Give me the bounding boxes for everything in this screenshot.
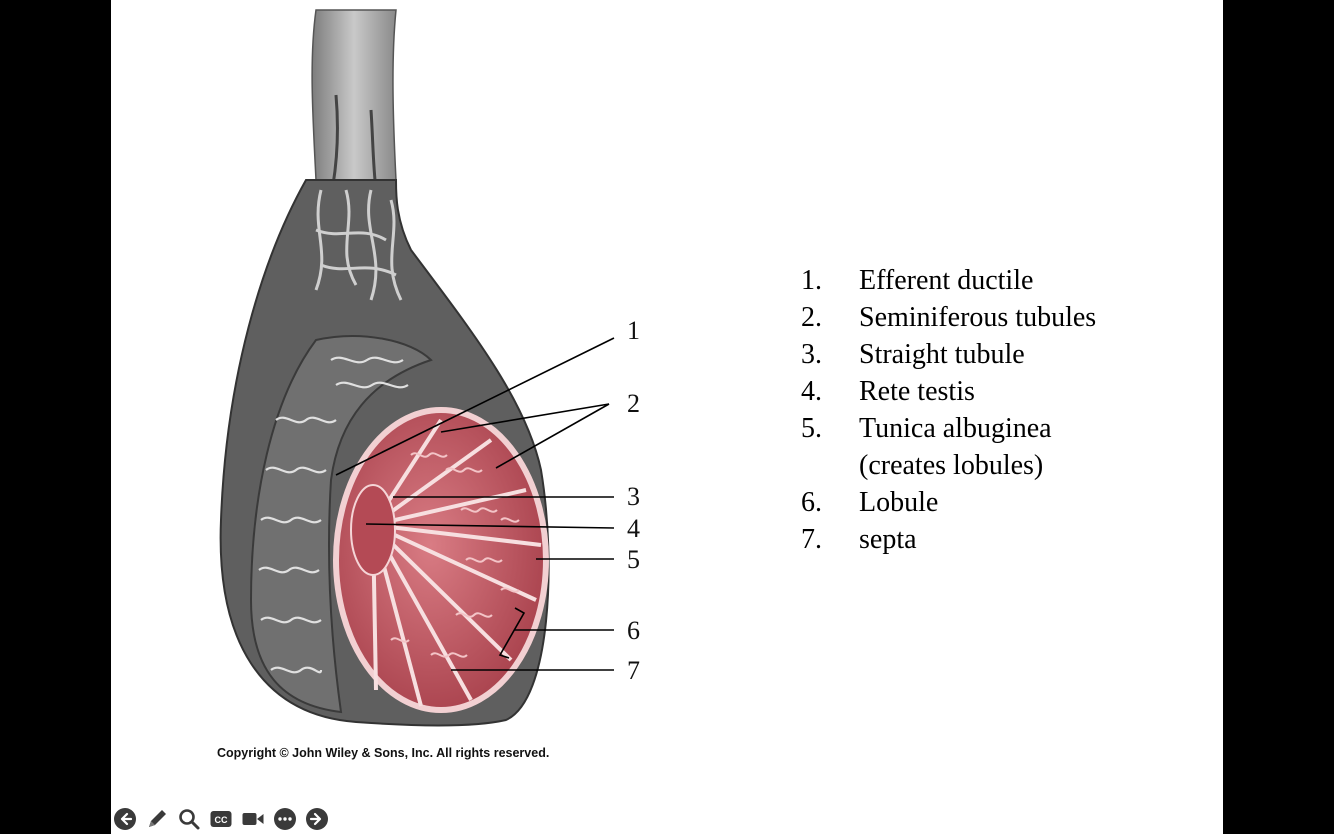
presentation-toolbar: CC — [113, 806, 329, 832]
legend-label-block: Tunica albuginea (creates lobules) — [859, 410, 1052, 484]
legend-list: 1. Efferent ductile 2. Seminiferous tubu… — [801, 262, 1096, 558]
legend-label: Seminiferous tubules — [859, 302, 1097, 333]
legend-label: Tunica albuginea — [859, 413, 1052, 444]
legend-number: 6. — [801, 487, 822, 518]
leader-lines — [335, 337, 615, 671]
legend-number: 2. — [801, 302, 822, 333]
callout-6: 6 — [627, 616, 640, 645]
legend-number: 7. — [801, 524, 822, 555]
zoom-icon[interactable] — [177, 807, 201, 831]
back-arrow-icon[interactable] — [113, 807, 137, 831]
pampiniform-plexus — [314, 189, 403, 301]
testis-illustration — [219, 9, 615, 727]
legend-label: Straight tubule — [859, 339, 1025, 370]
legend-sublabel: (creates lobules) — [859, 450, 1044, 481]
legend-number: 1. — [801, 265, 822, 296]
captions-label: CC — [215, 815, 228, 825]
slide: 1 2 3 4 5 6 7 Copyright © John Wiley & S… — [111, 0, 1223, 834]
legend-number: 4. — [801, 376, 822, 407]
pen-icon[interactable] — [145, 807, 169, 831]
legend-label: Lobule — [859, 487, 939, 518]
legend-item: 2. Seminiferous tubules — [801, 299, 1096, 336]
legend-label: septa — [859, 524, 917, 555]
legend-item: 6. Lobule — [801, 484, 1096, 521]
legend-item: 1. Efferent ductile — [801, 262, 1096, 299]
legend-number: 5. — [801, 413, 822, 444]
legend-item: 4. Rete testis — [801, 373, 1096, 410]
copyright-notice: Copyright © John Wiley & Sons, Inc. All … — [217, 746, 550, 760]
video-icon[interactable] — [241, 807, 265, 831]
testis-body — [333, 407, 549, 713]
spermatic-cord — [311, 9, 397, 181]
legend-item: 7. septa — [801, 521, 1096, 558]
callout-1: 1 — [627, 316, 640, 345]
more-options-icon[interactable] — [273, 807, 297, 831]
callout-4: 4 — [627, 514, 640, 543]
forward-arrow-icon[interactable] — [305, 807, 329, 831]
callout-2: 2 — [627, 389, 640, 418]
legend-item: 5. Tunica albuginea (creates lobules) — [801, 410, 1096, 484]
callout-7: 7 — [627, 656, 640, 685]
legend-label: Rete testis — [859, 376, 975, 407]
callout-5: 5 — [627, 545, 640, 574]
legend-item: 3. Straight tubule — [801, 336, 1096, 373]
rete-testis — [350, 484, 396, 576]
callout-3: 3 — [627, 482, 640, 511]
legend-label: Efferent ductile — [859, 265, 1034, 296]
captions-icon[interactable]: CC — [209, 807, 233, 831]
legend-number: 3. — [801, 339, 822, 370]
